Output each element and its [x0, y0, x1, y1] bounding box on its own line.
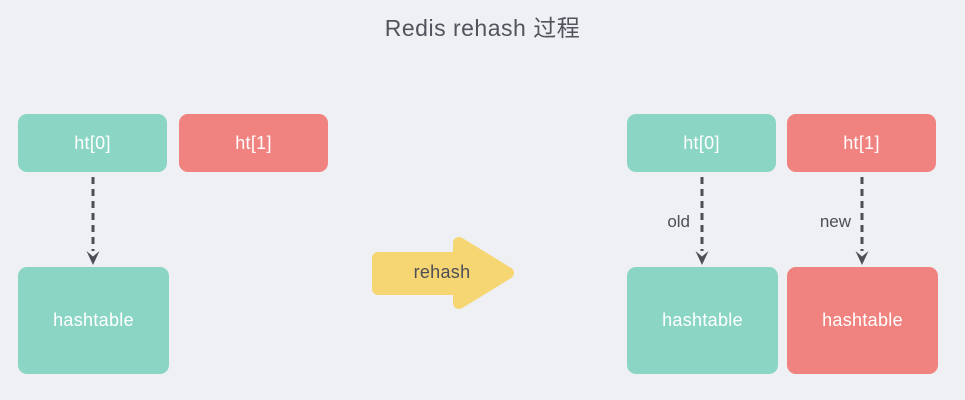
old-edge-label: old: [667, 212, 690, 231]
after-new-hashtable-node: hashtable: [787, 267, 938, 374]
rehash-arrow-label: rehash: [413, 262, 471, 282]
dashed-arrow-after-new: [855, 177, 869, 265]
dashed-arrow-after-old: [695, 177, 709, 265]
new-edge-label: new: [819, 212, 851, 231]
after-ht1-node: ht[1]: [787, 114, 936, 172]
after-old-hashtable-node: hashtable: [627, 267, 778, 374]
before-ht0-node: ht[0]: [18, 114, 167, 172]
diagram-title: Redis rehash 过程: [384, 15, 581, 41]
dashed-arrow-before-ht0: [86, 177, 100, 265]
after-ht0-node: ht[0]: [627, 114, 776, 172]
before-hashtable-node: hashtable: [18, 267, 169, 374]
before-ht1-node: ht[1]: [179, 114, 328, 172]
